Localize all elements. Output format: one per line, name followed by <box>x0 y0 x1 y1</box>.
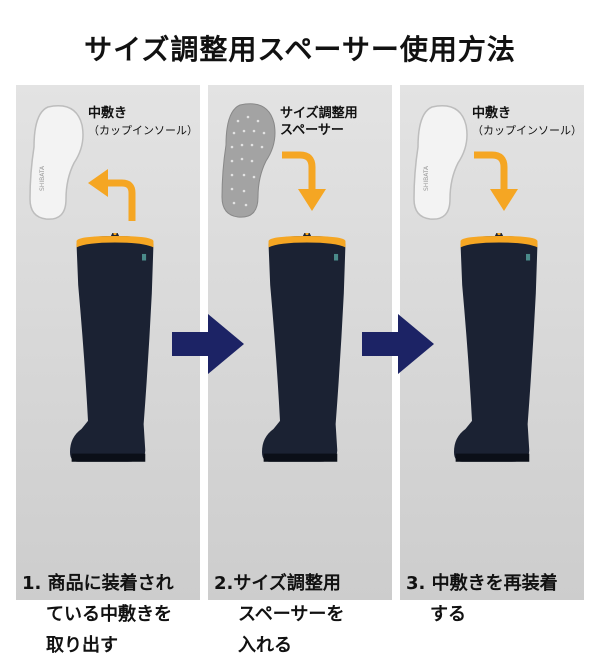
step-2-text: 2.サイズ調整用 スペーサーを 入れる <box>214 568 344 661</box>
step-1-line-1: 1. 商品に装着され <box>22 573 174 594</box>
step-1-text: 1. 商品に装着され ている中敷きを 取り出す <box>22 568 174 661</box>
curved-arrow-down-icon <box>474 151 518 211</box>
insole-image: SHIBATA <box>413 105 468 220</box>
insole-brand: SHIBATA <box>39 165 46 191</box>
spacer-label: サイズ調整用 スペーサー <box>280 105 358 139</box>
insole-image: SHIBATA <box>29 105 84 220</box>
insole-label: 中敷き （カップインソール） <box>88 105 198 139</box>
boot-image <box>70 233 154 462</box>
spacer-label-line-2: スペーサー <box>280 123 344 138</box>
step-2-line-3: 入れる <box>238 635 292 656</box>
step-1-line-2: ている中敷きを <box>46 604 172 625</box>
page-title: サイズ調整用スペーサー使用方法 <box>84 33 516 66</box>
insole-brand: SHIBATA <box>423 165 430 191</box>
flow-arrow-icon <box>172 314 244 374</box>
insole-label: 中敷き （カップインソール） <box>472 105 582 139</box>
insole-label-main: 中敷き <box>88 106 128 121</box>
curved-arrow-up-icon <box>88 169 136 221</box>
step-2-line-2: スペーサーを <box>238 604 345 625</box>
step-3-line-1: 3. 中敷きを再装着 <box>406 573 558 594</box>
boot-image <box>262 233 346 462</box>
spacer-label-line-1: サイズ調整用 <box>280 106 358 121</box>
step-3-line-2: する <box>430 604 466 625</box>
step-3-text: 3. 中敷きを再装着 する <box>406 568 558 630</box>
flow-arrow-icon <box>362 314 434 374</box>
insole-label-sub: （カップインソール） <box>472 124 582 137</box>
insole-label-main: 中敷き <box>472 106 512 121</box>
curved-arrow-down-icon <box>282 151 326 211</box>
boot-image <box>454 233 538 462</box>
step-1-line-3: 取り出す <box>46 635 118 656</box>
insole-label-sub: （カップインソール） <box>88 124 198 137</box>
step-2-line-1: 2.サイズ調整用 <box>214 573 341 594</box>
spacer-image <box>221 103 276 218</box>
